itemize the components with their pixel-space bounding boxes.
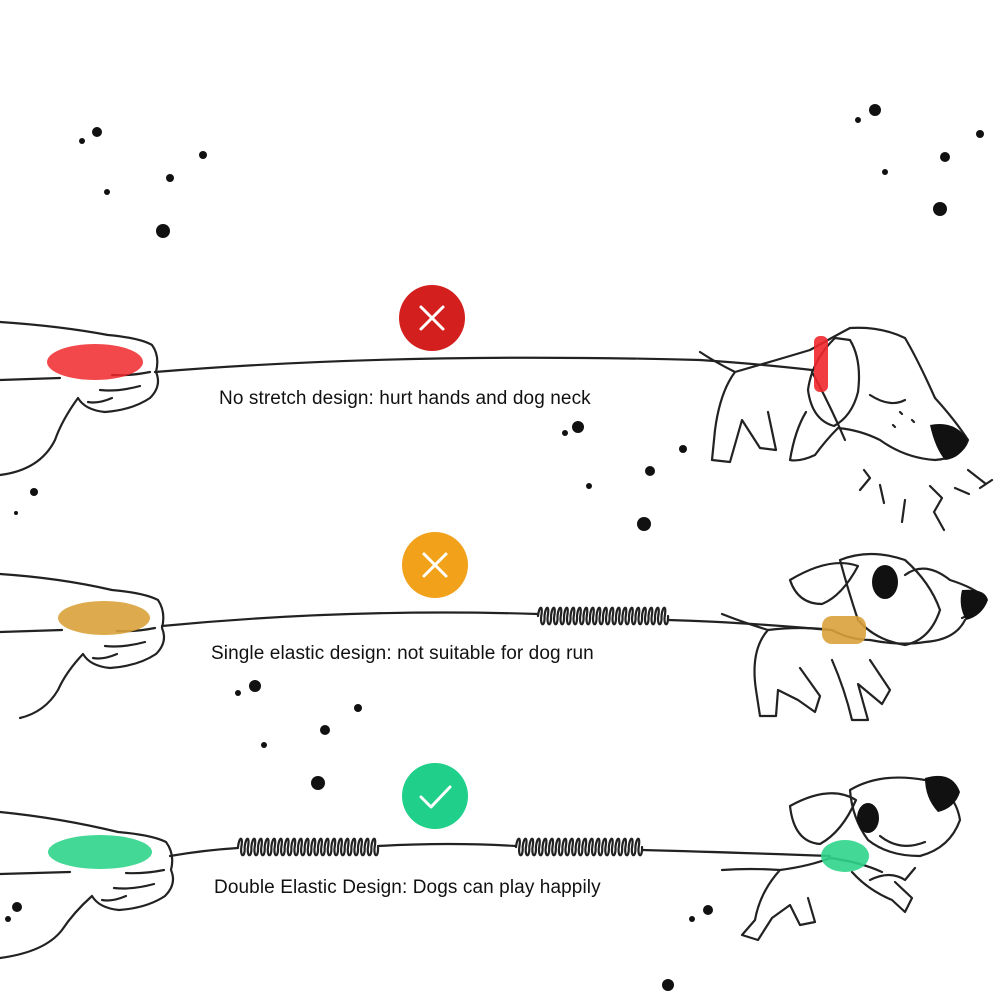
dog-nose [930, 424, 968, 460]
dog-nose [960, 589, 988, 620]
leash-line [376, 842, 518, 848]
row-double-elastic [0, 775, 962, 960]
leash-line [640, 848, 832, 858]
distress-lines [858, 468, 994, 532]
caption-double-elastic: Double Elastic Design: Dogs can play hap… [214, 877, 601, 898]
dog-smile [878, 834, 927, 847]
status-badge-no-stretch [399, 285, 465, 351]
row-no-stretch [0, 320, 994, 532]
collar-highlight [814, 336, 828, 392]
elastic-coil [536, 606, 670, 626]
hand-highlight [48, 835, 152, 869]
hand-holding-leash [0, 810, 175, 960]
dog-standing [720, 567, 987, 722]
status-badge-double-elastic [402, 763, 468, 829]
leash-line [160, 611, 540, 628]
cross-icon [422, 552, 448, 578]
row-single-elastic [0, 552, 988, 722]
dog-ear [806, 336, 861, 428]
collar-highlight [822, 616, 866, 644]
dog-running [720, 856, 917, 942]
elastic-coil [514, 837, 644, 857]
elastic-coil [236, 837, 380, 857]
collar-highlight [821, 840, 869, 872]
dog-ear [788, 562, 860, 606]
status-badge-single-elastic [402, 532, 468, 598]
hand-holding-leash [0, 320, 160, 477]
dog-nose [925, 775, 960, 812]
leash-line [168, 846, 240, 858]
cross-icon [419, 305, 445, 331]
hand-highlight [47, 344, 143, 380]
decorative-dots [5, 104, 984, 991]
check-icon [419, 785, 452, 809]
caption-no-stretch: No stretch design: hurt hands and dog ne… [219, 388, 591, 409]
caption-single-elastic: Single elastic design: not suitable for … [211, 643, 594, 664]
dog-eye [857, 803, 879, 833]
dog-ear [788, 792, 858, 846]
hand-highlight [58, 601, 150, 635]
dog-eye [872, 565, 898, 599]
dog-head [848, 776, 962, 858]
dog-strained [698, 326, 970, 464]
hand-holding-leash [0, 572, 166, 720]
